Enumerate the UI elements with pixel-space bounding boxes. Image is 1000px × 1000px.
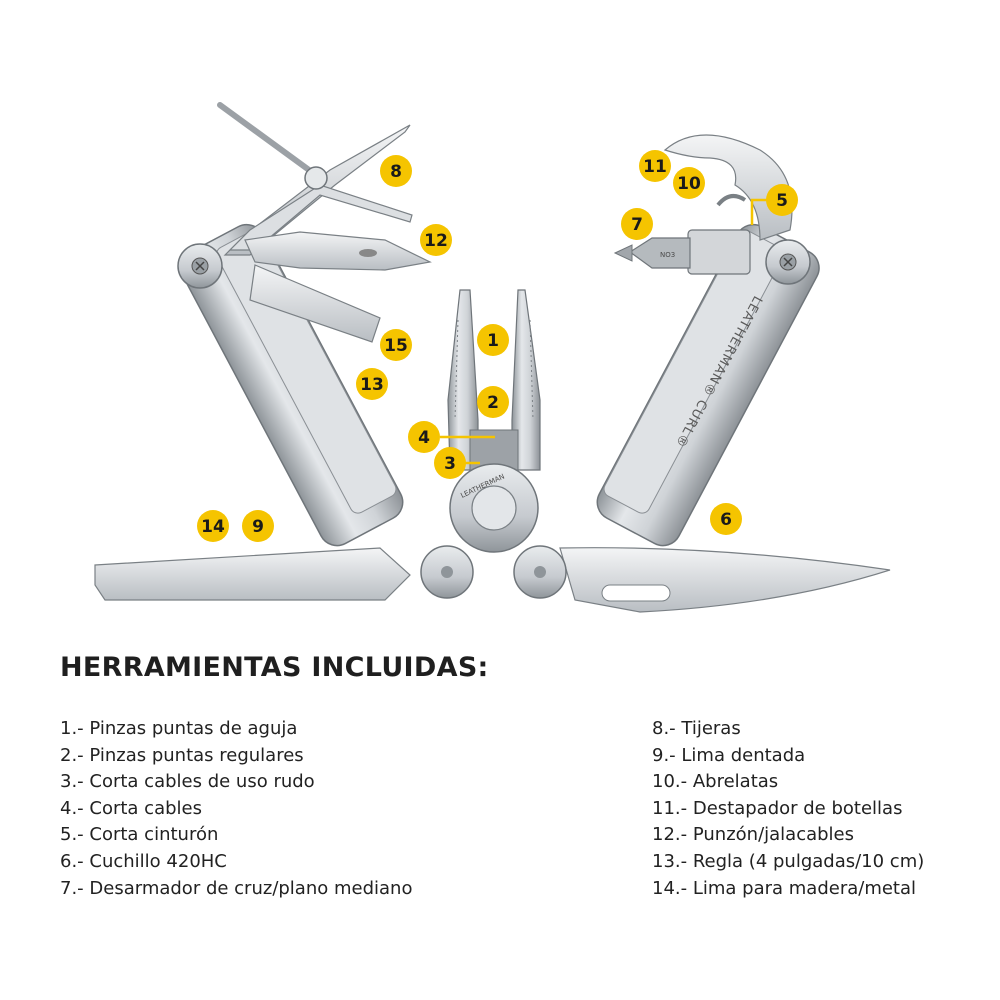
tool-list-item: 11.- Destapador de botellas (652, 797, 903, 819)
tool-list-item: 6.- Cuchillo 420HC (60, 850, 227, 872)
awl-tool (244, 231, 432, 271)
callout-2-label: 2 (487, 393, 499, 413)
multitool-diagram: LEATHERMAN® CURL® NO3 LEATHERMAN (94, 102, 891, 613)
callout-9-label: 9 (252, 517, 264, 537)
callout-leaders (440, 198, 768, 465)
bit-label: NO3 (660, 251, 675, 259)
tool-list-item: 14.- Lima para madera/metal (652, 877, 917, 899)
callout-14: 14 (197, 510, 229, 542)
callout-13-label: 13 (360, 375, 384, 395)
callout-14-label: 14 (201, 517, 225, 537)
tool-list-item: 10.- Abrelatas (652, 771, 779, 793)
can-opener-tool (663, 134, 793, 241)
callout-9: 9 (242, 510, 274, 542)
callout-4: 4 (408, 421, 440, 453)
tool-list-item: 5.- Corta cinturón (60, 824, 219, 846)
callout-10-label: 10 (677, 174, 701, 194)
callout-7-label: 7 (631, 215, 643, 235)
callout-7: 7 (621, 208, 653, 240)
screwdriver-bit: NO3 (613, 229, 751, 275)
file-tool (94, 545, 474, 601)
ruler-tool (249, 264, 381, 343)
callout-3: 3 (434, 447, 466, 479)
tool-list-item: 12.- Punzón/jalacables (652, 824, 854, 846)
callout-12-label: 12 (424, 231, 448, 251)
callout-1-label: 1 (487, 331, 499, 351)
callout-13: 13 (356, 368, 388, 400)
pliers: LEATHERMAN (447, 289, 541, 553)
tools-list-right: 8.- Tijeras 9.- Lima dentada 10.- Abrelata… (652, 716, 924, 902)
tool-list-item: 3.- Corta cables de uso rudo (60, 771, 315, 793)
callout-6: 6 (710, 503, 742, 535)
callout-1: 1 (477, 324, 509, 356)
callout-6-label: 6 (720, 510, 732, 530)
callout-5-label: 5 (776, 191, 788, 211)
tool-list-item: 7.- Desarmador de cruz/plano mediano (60, 877, 413, 899)
tool-list-item: 2.- Pinzas puntas regulares (60, 744, 304, 766)
callout-11-label: 11 (643, 157, 667, 177)
callout-4-label: 4 (418, 428, 430, 448)
tool-list-item: 9.- Lima dentada (652, 744, 806, 766)
tool-list-item: 13.- Regla (4 pulgadas/10 cm) (652, 850, 925, 872)
callout-8: 8 (380, 155, 412, 187)
scissors-tool (217, 102, 413, 256)
callout-15-label: 15 (384, 336, 408, 356)
callout-2: 2 (477, 386, 509, 418)
callout-5: 5 (766, 184, 798, 216)
callout-15: 15 (380, 329, 412, 361)
tool-list-item: 4.- Corta cables (60, 797, 202, 819)
knife-blade (513, 545, 891, 613)
callout-12: 12 (420, 224, 452, 256)
callout-3-label: 3 (444, 454, 456, 474)
tool-list-item: 8.- Tijeras (652, 718, 741, 739)
list-title: HERRAMIENTAS INCLUIDAS: (60, 652, 489, 683)
callout-11: 11 (639, 150, 671, 182)
tool-list-item: 1.- Pinzas puntas de aguja (60, 718, 298, 739)
callout-8-label: 8 (390, 162, 402, 182)
tools-list-left: 1.- Pinzas puntas de aguja 2.- Pinzas pun… (60, 716, 412, 902)
callout-10: 10 (673, 167, 705, 199)
